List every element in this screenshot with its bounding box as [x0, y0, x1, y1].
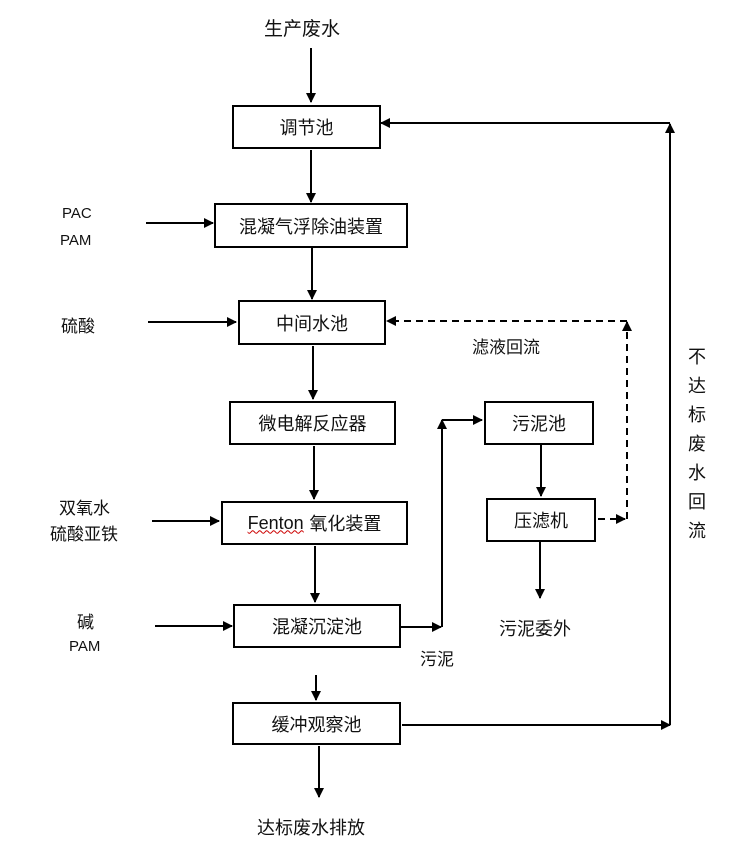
fenton-box: Fenton 氧化装置	[221, 501, 408, 545]
vert-char: 标	[688, 405, 706, 426]
reagent-pac: PAC	[62, 205, 92, 222]
intermediate-tank-box: 中间水池	[238, 300, 386, 345]
vert-char: 水	[688, 463, 706, 484]
flotation-box: 混凝气浮除油装置	[214, 203, 408, 248]
sludge-tank-box: 污泥池	[484, 401, 594, 445]
filtrate-return-label: 滤液回流	[472, 338, 540, 358]
fenton-text: Fenton	[247, 512, 304, 533]
reagent-h2o2: 双氧水	[59, 499, 110, 519]
reagent-sulfuric-acid: 硫酸	[61, 317, 95, 337]
vert-char: 达	[688, 376, 706, 397]
noncompliant-return-label: 不 达 标 废 水 回 流	[687, 343, 707, 546]
micro-electrolysis-box: 微电解反应器	[229, 401, 396, 445]
vert-char: 废	[688, 434, 706, 455]
discharge-label: 达标废水排放	[257, 818, 365, 839]
fenton-suffix: 氧化装置	[303, 514, 382, 535]
reagent-pam-2: PAM	[69, 638, 101, 655]
input-label: 生产废水	[264, 18, 341, 40]
vert-char: 流	[688, 521, 706, 542]
sedimentation-box: 混凝沉淀池	[233, 604, 401, 648]
reagent-pam-1: PAM	[60, 232, 92, 249]
regulating-tank-box: 调节池	[232, 105, 381, 149]
reagent-alkali: 碱	[77, 613, 94, 633]
vert-char: 回	[688, 492, 706, 513]
filter-press-box: 压滤机	[486, 498, 596, 542]
buffer-tank-box: 缓冲观察池	[232, 702, 401, 745]
sludge-label: 污泥	[420, 650, 454, 670]
reagent-ferrous-sulfate: 硫酸亚铁	[50, 525, 118, 545]
vert-char: 不	[688, 347, 706, 368]
sludge-outsourced-label: 污泥委外	[499, 619, 571, 640]
